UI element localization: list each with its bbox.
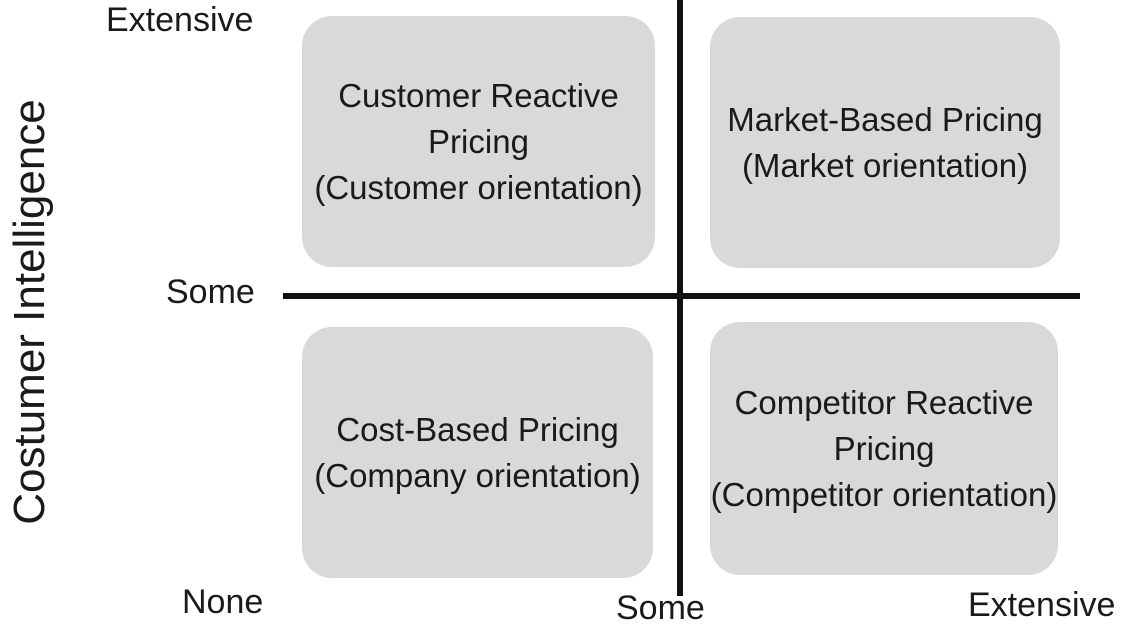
quadrant-cost-based-pricing: Cost-Based Pricing (Company orientation) [302, 327, 653, 578]
quadrant-label-customer-reactive-pricing: Customer Reactive Pricing (Customer orie… [314, 76, 643, 206]
horizontal-divider-line [283, 293, 1080, 299]
quadrant-market-based-pricing: Market-Based Pricing (Market orientation… [710, 17, 1060, 268]
y-axis-tick-some: Some [166, 273, 255, 311]
quadrant-customer-reactive-pricing: Customer Reactive Pricing (Customer orie… [302, 16, 655, 267]
x-axis-tick-none: None [182, 583, 264, 621]
x-axis-tick-extensive: Extensive [968, 586, 1116, 624]
quadrant-label-cost-based-pricing: Cost-Based Pricing (Company orientation) [314, 410, 641, 494]
quadrant-label-market-based-pricing: Market-Based Pricing (Market orientation… [727, 100, 1043, 184]
y-axis-title: Costumer Intelligence [5, 99, 54, 525]
quadrant-label-competitor-reactive-pricing: Competitor Reactive Pricing (Competitor … [710, 383, 1058, 513]
y-axis-tick-extensive: Extensive [106, 1, 254, 39]
quadrant-competitor-reactive-pricing: Competitor Reactive Pricing (Competitor … [710, 322, 1058, 575]
x-axis-tick-some: Some [616, 589, 705, 627]
